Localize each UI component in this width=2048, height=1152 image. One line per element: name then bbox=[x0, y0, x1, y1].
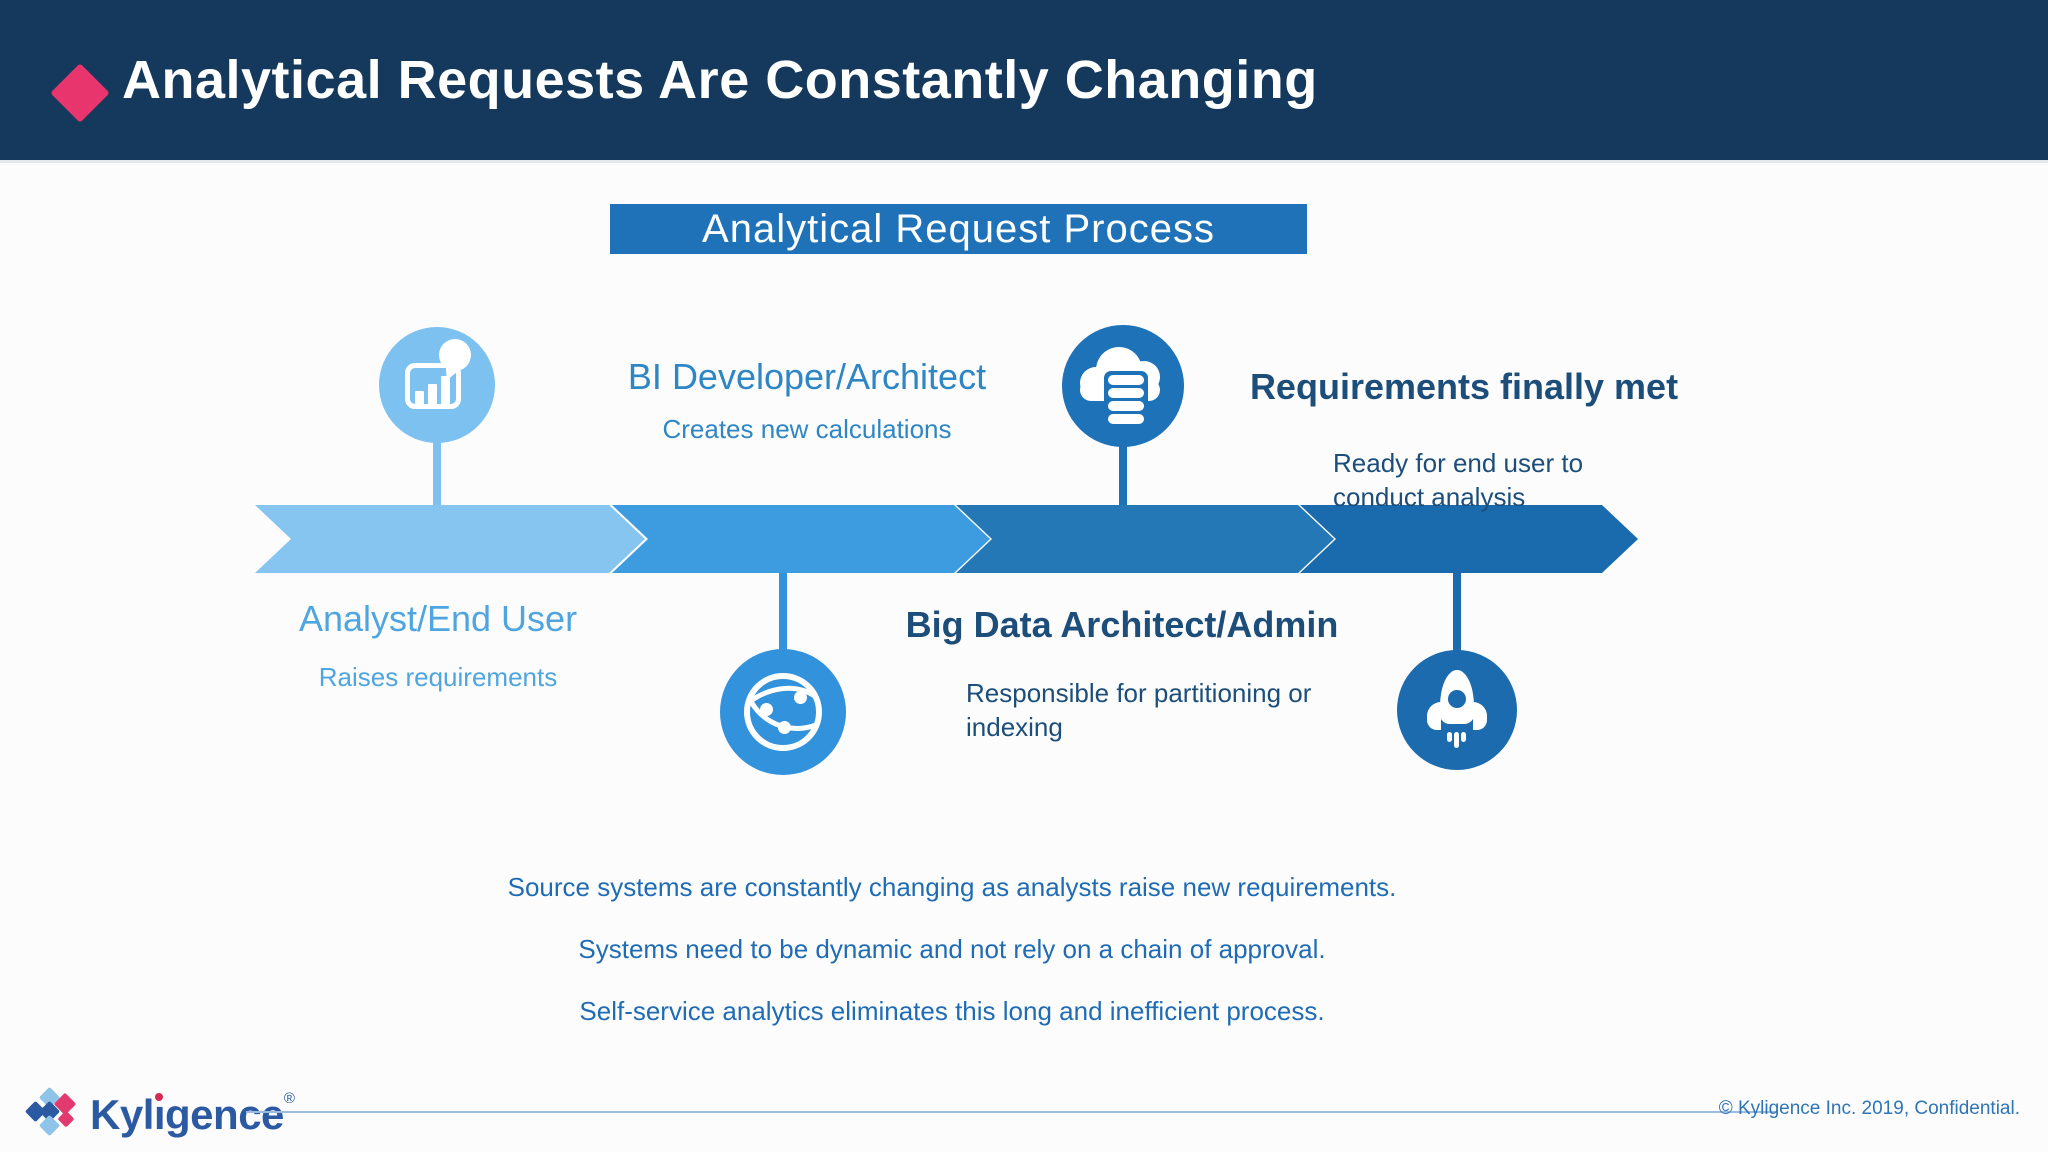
slide-header: Analytical Requests Are Constantly Chang… bbox=[0, 0, 2048, 160]
summary-line-2: Systems need to be dynamic and not rely … bbox=[578, 934, 1326, 964]
process-arrow-segment-4 bbox=[1300, 505, 1638, 573]
process-title: Analytical Request Process bbox=[610, 204, 1307, 254]
step4-role: Requirements finally met bbox=[1249, 366, 1679, 407]
footer-divider-line bbox=[246, 1111, 1778, 1113]
diamond-bullet-icon bbox=[50, 63, 110, 123]
kyligence-logo-icon bbox=[24, 1086, 78, 1140]
step1-desc: Raises requirements bbox=[318, 662, 558, 692]
step3-desc: Responsible for partitioning or indexing bbox=[966, 678, 1312, 742]
step2-role: BI Developer/Architect bbox=[627, 356, 987, 397]
process-arrow-segment-3 bbox=[956, 505, 1334, 573]
cloud-database-icon bbox=[1062, 325, 1184, 447]
database-cylinder bbox=[1104, 371, 1148, 427]
step2-desc: Creates new calculations bbox=[662, 414, 952, 444]
step1-role: Analyst/End User bbox=[298, 598, 578, 639]
step3-role: Big Data Architect/Admin bbox=[905, 604, 1339, 645]
process-arrow-segment-2 bbox=[612, 505, 990, 573]
i-dot bbox=[154, 1093, 163, 1101]
connector-step3 bbox=[1119, 442, 1127, 508]
copyright-text: © Kyligence Inc. 2019, Confidential. bbox=[1718, 1098, 2020, 1119]
globe-network-icon bbox=[720, 649, 846, 775]
bar-chart-speech-bubble-icon bbox=[379, 327, 495, 443]
header-divider bbox=[0, 160, 2048, 163]
summary-line-3: Self-service analytics eliminates this l… bbox=[579, 996, 1325, 1026]
connector-step4 bbox=[1453, 570, 1461, 654]
connector-step2 bbox=[779, 570, 787, 654]
summary-line-1: Source systems are constantly changing a… bbox=[507, 872, 1397, 902]
slide-title: Analytical Requests Are Constantly Chang… bbox=[122, 50, 1318, 110]
summary-block: Source systems are constantly changing a… bbox=[427, 872, 1477, 1058]
chart-frame bbox=[405, 363, 461, 409]
process-arrow-segment-1 bbox=[255, 505, 645, 573]
registered-mark: ® bbox=[283, 1090, 295, 1107]
connector-step1 bbox=[433, 438, 441, 508]
rocket-icon bbox=[1397, 650, 1517, 770]
speech-bubble bbox=[439, 339, 471, 371]
step4-desc: Ready for end user to conduct analysis bbox=[1333, 448, 1584, 512]
